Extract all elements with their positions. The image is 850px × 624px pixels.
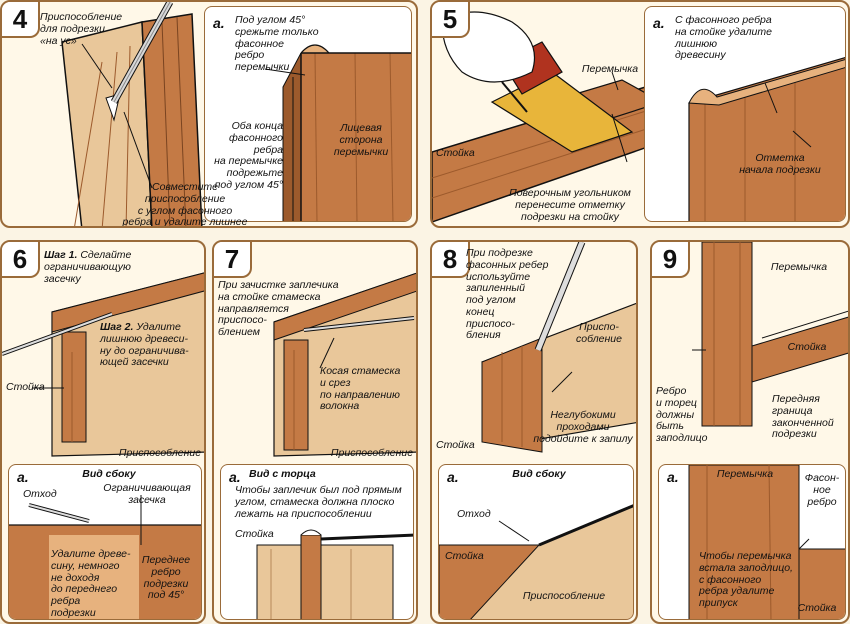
step2-label: Шаг 2. Удалите лишнюю древеси- ну до огр… xyxy=(100,321,204,369)
step-number: 8 xyxy=(432,242,470,278)
end-view-title: Вид с торца xyxy=(249,468,316,480)
side-view-title: Вид сбоку xyxy=(82,468,136,480)
chisel-illustration xyxy=(273,272,416,457)
chisel-label: Косая стамеска и срез по направлению вол… xyxy=(320,365,401,413)
stile-label: Стойка xyxy=(445,550,484,562)
panel-step-6: 6 Шаг 1. Сделайте ограничивающую засечку… xyxy=(0,240,206,624)
front-boundary-label: Передняя граница законченной подрезки xyxy=(772,393,834,441)
waste-label: Отход xyxy=(23,488,57,500)
stile-label: Стойка xyxy=(797,602,837,614)
rail-label: Перемычка xyxy=(770,261,828,273)
detail-letter: а. xyxy=(653,15,665,31)
waste-label: Отход xyxy=(457,508,491,520)
detail-7a: а. Вид с торца Чтобы заплечик был под пр… xyxy=(220,464,414,620)
step2-title: Шаг 2. xyxy=(100,321,134,333)
limit-notch-label: Ограничивающая засечка xyxy=(103,482,191,506)
detail-letter: а. xyxy=(229,469,241,485)
front-edge-label: Переднее ребро подрезки под 45° xyxy=(141,554,191,602)
detail-9a: а. Перемычка Фасон- ное ребро Чтобы пере… xyxy=(658,464,846,620)
detail-letter: а. xyxy=(17,469,29,485)
stile-label: Стойка xyxy=(436,439,475,451)
stile-label: Стойка xyxy=(6,381,45,393)
jig-label: Приспособление xyxy=(118,447,202,459)
transfer-label: Поверочным угольником перенесите отметку… xyxy=(509,187,631,223)
stile-label: Стойка xyxy=(436,147,475,159)
miter-cut-label: Под углом 45° срежьте только фасонное ре… xyxy=(235,14,319,73)
detail-letter: а. xyxy=(447,469,459,485)
detail-4a: а. Под углом 45° срежьте только фасонное… xyxy=(204,6,412,222)
step-number: 5 xyxy=(432,2,470,38)
transfer-mark-illustration xyxy=(432,11,664,223)
step-number: 4 xyxy=(2,2,40,38)
side-view-illustration xyxy=(439,504,633,619)
step-number: 6 xyxy=(2,242,40,278)
detail-6a: а. Вид сбоку Отход Ограничивающая засечк… xyxy=(8,464,202,620)
square-shoulder-label: Чтобы заплечик был под прямым углом, ста… xyxy=(235,484,402,520)
flush-fit-label: Чтобы перемычка встала заподлицо, с фасо… xyxy=(699,550,793,609)
angled-jig-tip-label: При подрезке фасонных ребер используйте … xyxy=(466,247,549,342)
profile-cut-illustration xyxy=(481,242,636,453)
detail-8a: а. Вид сбоку Отход Стойка Приспособление xyxy=(438,464,634,620)
flush-label: Ребро и торец должны быть заподлицо xyxy=(656,385,708,444)
face-side-label: Лицевая сторона перемычки xyxy=(333,122,389,158)
two-step-cut-illustration xyxy=(2,272,204,457)
step-number: 7 xyxy=(214,242,252,278)
flush-fit-illustration xyxy=(688,465,845,619)
panel-step-8: 8 При подрезке фасонных ребер используйт… xyxy=(430,240,638,624)
jig-label: Приспособление для подрезки «на ус» xyxy=(40,11,123,47)
rail-miter-illustration xyxy=(264,44,411,221)
step-number: 9 xyxy=(652,242,690,278)
panel-step-5: 5 Перемычка Стойка Поверочным угольником… xyxy=(430,0,850,228)
detail-letter: а. xyxy=(667,469,679,485)
step1-text: Сделайте ограничивающую засечку xyxy=(44,249,132,285)
profile-label: Фасон- ное ребро xyxy=(804,472,840,508)
detail-letter: а. xyxy=(213,15,225,31)
stile-label: Стойка xyxy=(787,341,827,353)
stile-profile-illustration xyxy=(688,56,845,221)
panel-step-7: 7 При зачистке заплечика на стойке стаме… xyxy=(212,240,418,624)
align-label: Совместите приспособление с углом фасонн… xyxy=(122,181,248,228)
side-view-title: Вид сбоку xyxy=(512,468,566,480)
rail-label: Перемычка xyxy=(581,63,639,75)
detail-5a: а. С фасонного ребра на стойке удалите л… xyxy=(644,6,846,222)
step1-title: Шаг 1. xyxy=(44,249,78,261)
end-view-illustration xyxy=(256,529,413,619)
guide-label: При зачистке заплечика на стойке стамеск… xyxy=(218,279,339,338)
remove-wood-label: С фасонного ребра на стойке удалите лишн… xyxy=(675,14,772,62)
panel-step-4: 4 Приспособление для подрезки «на ус» Со… xyxy=(0,0,418,228)
jig-label: Приспособление xyxy=(522,590,606,602)
step2-text: Удалите лишнюю древеси- ну до ограничива… xyxy=(100,321,189,369)
shallow-passes-label: Неглубокими проходами подойдите к запилу xyxy=(533,409,633,445)
side-view-illustration xyxy=(9,495,201,619)
remove-label: Удалите древе- сину, немного не доходя д… xyxy=(51,548,131,619)
jig-illustration xyxy=(61,2,203,226)
stile-label: Стойка xyxy=(235,528,274,540)
step1-label: Шаг 1. Сделайте ограничивающую засечку xyxy=(44,249,204,285)
rail-label: Перемычка xyxy=(716,468,774,480)
joint-fit-illustration xyxy=(692,242,848,427)
jig-label: Приспособление xyxy=(330,447,414,459)
cut-start-mark-label: Отметка начала подрезки xyxy=(739,152,821,176)
panel-step-9: 9 Перемычка Стойка Ребро и торец должны … xyxy=(650,240,850,624)
both-ends-label: Оба конца фасонного ребра на перемычке п… xyxy=(214,120,283,191)
jig-label: Приспо- собление xyxy=(576,321,622,345)
